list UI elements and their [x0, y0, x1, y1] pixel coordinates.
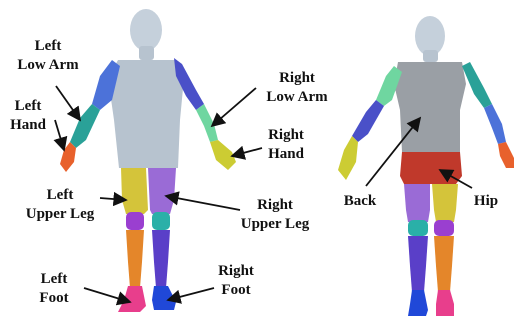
front-head [130, 9, 162, 51]
front-left-low-arm [70, 104, 100, 148]
arrow-right-low-arm [212, 88, 256, 126]
back-right-low-leg [434, 236, 454, 292]
back-hip [400, 152, 462, 184]
arrow-left-low-arm [56, 86, 80, 120]
arrow-left-hand [55, 120, 64, 150]
front-right-hand [210, 140, 236, 170]
back-right-low-arm [484, 104, 506, 144]
front-torso [108, 60, 184, 168]
arrow-left-foot [84, 288, 130, 302]
back-neck [423, 50, 438, 62]
front-right-upper-leg [148, 168, 176, 214]
front-left-upper-leg [121, 168, 148, 214]
back-right-upper-leg [432, 184, 458, 222]
back-left-upper-leg [404, 184, 430, 222]
back-right-knee [434, 220, 454, 236]
back-right-hand [498, 142, 514, 168]
front-right-low-leg [152, 230, 170, 288]
label-back: Back [336, 192, 384, 211]
back-left-low-leg [408, 236, 428, 292]
back-left-hand [338, 136, 358, 180]
back-mannequin [338, 16, 514, 316]
back-right-foot [436, 290, 454, 316]
label-hip: Hip [466, 192, 506, 211]
back-right-upper-arm [462, 62, 492, 108]
front-left-low-leg [126, 230, 144, 288]
front-neck [139, 46, 154, 60]
back-left-foot [408, 290, 428, 316]
front-left-knee [126, 212, 144, 230]
front-right-knee [152, 212, 170, 230]
back-left-knee [408, 220, 428, 236]
back-left-low-arm [352, 100, 384, 142]
